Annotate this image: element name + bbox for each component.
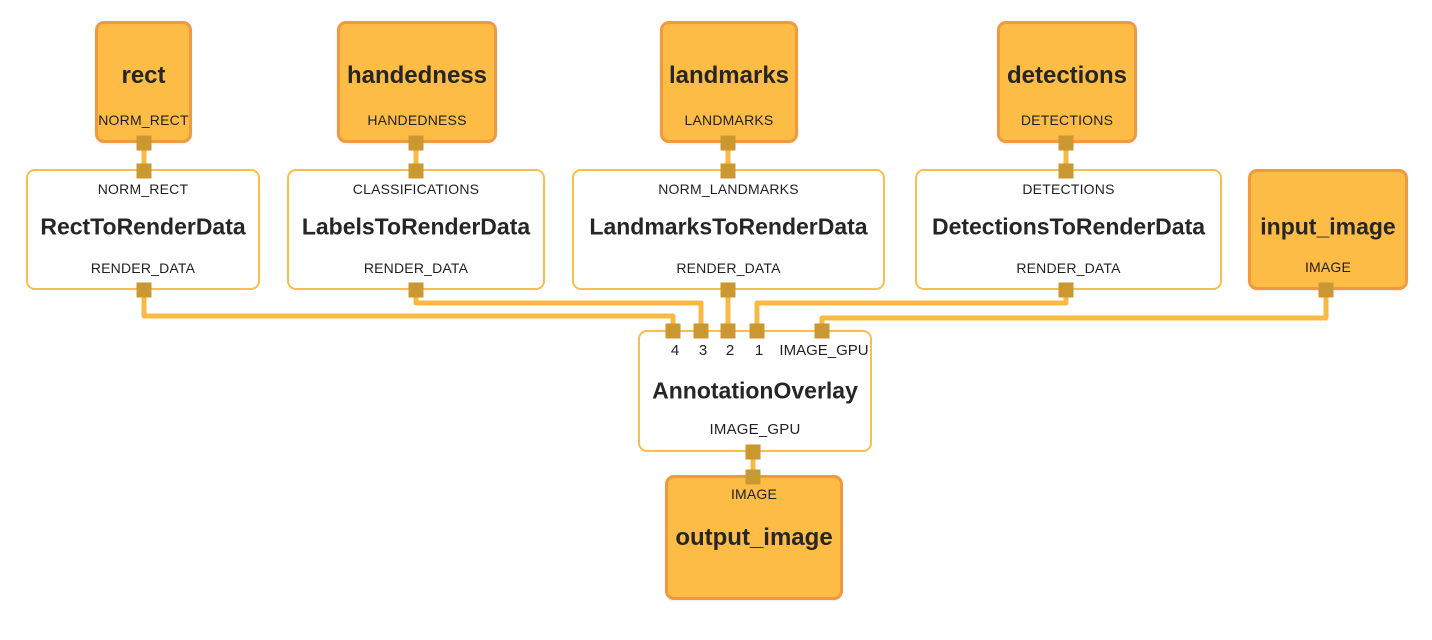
node-landmarks-title: landmarks — [668, 62, 790, 90]
node-annotation-overlay-title: AnnotationOverlay — [652, 377, 858, 404]
node-rect-to-render-data-output-port-label: RENDER_DATA — [90, 260, 196, 276]
node-rect-to-render-data-input-port-label: NORM_RECT — [97, 181, 189, 197]
node-rect-to-render-data[interactable]: NORM_RECT RectToRenderData RENDER_DATA — [26, 169, 260, 290]
node-detections-to-render-data[interactable]: DETECTIONS DetectionsToRenderData RENDER… — [915, 169, 1222, 290]
node-handedness-output-port-label: HANDEDNESS — [367, 112, 467, 128]
node-annotation-overlay-input-port-3-label: 3 — [698, 342, 708, 359]
node-rect[interactable]: rect NORM_RECT — [95, 21, 192, 143]
node-landmarks-to-render-data[interactable]: NORM_LANDMARKS LandmarksToRenderData REN… — [572, 169, 885, 290]
node-rect-to-render-data-title: RectToRenderData — [40, 213, 246, 240]
node-detections-output-port-label: DETECTIONS — [1020, 112, 1114, 128]
node-detections-to-render-data-title: DetectionsToRenderData — [931, 213, 1206, 240]
node-output-image[interactable]: IMAGE output_image — [665, 475, 843, 600]
node-annotation-overlay-output-port-label: IMAGE_GPU — [709, 421, 801, 438]
node-handedness-title: handedness — [346, 62, 488, 90]
node-output-image-title: output_image — [675, 523, 833, 551]
node-input-image[interactable]: input_image IMAGE — [1248, 169, 1408, 290]
node-landmarks[interactable]: landmarks LANDMARKS — [660, 21, 798, 143]
node-detections[interactable]: detections DETECTIONS — [997, 21, 1137, 143]
node-landmarks-to-render-data-input-port-label: NORM_LANDMARKS — [658, 181, 799, 197]
node-annotation-overlay-input-port-4-label: 4 — [670, 342, 680, 359]
node-labels-to-render-data-title: LabelsToRenderData — [301, 213, 531, 240]
node-input-image-title: input_image — [1260, 213, 1396, 240]
node-landmarks-to-render-data-title: LandmarksToRenderData — [589, 213, 868, 240]
node-handedness[interactable]: handedness HANDEDNESS — [337, 21, 497, 143]
node-annotation-overlay-input-port-image-gpu-label: IMAGE_GPU — [779, 342, 869, 359]
node-rect-output-port-label: NORM_RECT — [98, 112, 189, 128]
edge-LabelsToRenderData.RENDER_DATA->AnnotationOverlay.3 — [413, 290, 704, 331]
node-labels-to-render-data[interactable]: CLASSIFICATIONS LabelsToRenderData RENDE… — [287, 169, 545, 290]
node-detections-title: detections — [1006, 62, 1128, 90]
node-input-image-output-port-label: IMAGE — [1304, 259, 1352, 275]
node-annotation-overlay-input-port-2-label: 2 — [725, 342, 735, 359]
node-output-image-input-port-label: IMAGE — [730, 486, 778, 502]
node-landmarks-to-render-data-output-port-label: RENDER_DATA — [676, 260, 781, 276]
node-rect-title: rect — [121, 62, 166, 90]
node-detections-to-render-data-input-port-label: DETECTIONS — [1022, 181, 1115, 197]
node-landmarks-output-port-label: LANDMARKS — [684, 112, 774, 128]
edge-input_image.IMAGE->AnnotationOverlay.IMAGE_GPU — [819, 290, 1329, 331]
node-detections-to-render-data-output-port-label: RENDER_DATA — [1016, 260, 1121, 276]
edge-DetectionsToRenderData.RENDER_DATA->AnnotationOverlay.1 — [754, 290, 1069, 331]
node-annotation-overlay-input-port-1-label: 1 — [754, 342, 764, 359]
node-labels-to-render-data-input-port-label: CLASSIFICATIONS — [352, 181, 480, 197]
node-annotation-overlay[interactable]: 4 3 2 1 IMAGE_GPU AnnotationOverlay IMAG… — [638, 330, 872, 452]
node-labels-to-render-data-output-port-label: RENDER_DATA — [363, 260, 469, 276]
edge-RectToRenderData.RENDER_DATA->AnnotationOverlay.4 — [141, 290, 676, 331]
